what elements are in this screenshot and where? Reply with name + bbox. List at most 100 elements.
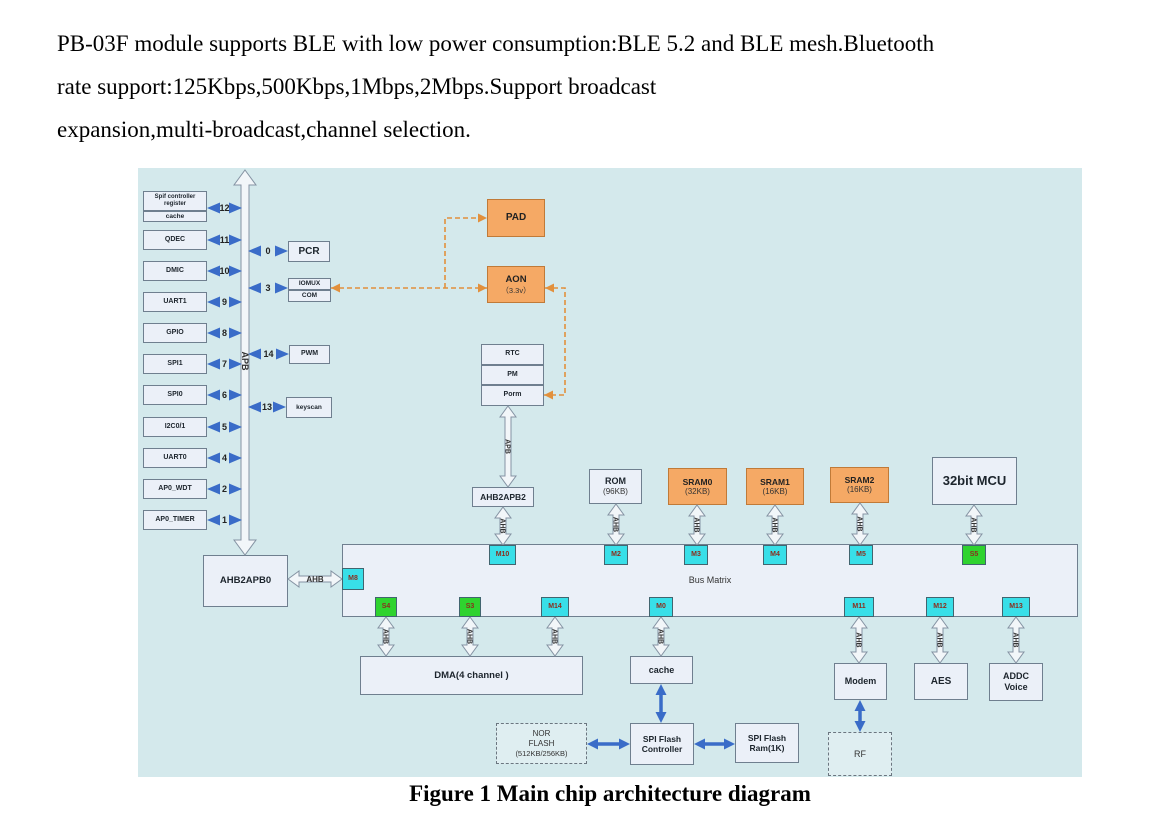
block-spi-flash-ram: SPI Flash Ram(1K) — [735, 723, 799, 763]
connector-num-7: 7 — [207, 358, 242, 370]
block-modem: Modem — [834, 663, 887, 700]
figure-caption: Figure 1 Main chip architecture diagram — [409, 781, 811, 806]
svg-text:AHB: AHB — [466, 629, 473, 644]
ahb-arrow-m11-modem: AHB — [850, 616, 868, 664]
ahb-arrow-mcu-s5: AHB — [965, 504, 983, 546]
block-ap0-timer: AP0_TIMER — [143, 510, 207, 530]
ahb-arrow-sram2-m5: AHB — [851, 502, 869, 546]
block-porm: Porm — [481, 385, 544, 406]
block-spif-cache: cache — [143, 211, 207, 222]
dash-aon-porm — [544, 283, 566, 400]
block-ahb2apb0: AHB2APB0 — [203, 555, 288, 607]
intro-line-2: rate support:125Kbps,500Kbps,1Mbps,2Mbps… — [57, 74, 657, 99]
block-mcu: 32bit MCU — [932, 457, 1017, 505]
block-rf: RF — [828, 732, 892, 776]
port-m13: M13 — [1002, 597, 1030, 617]
connector-num-2: 2 — [207, 483, 242, 495]
ahb-arrow-sram0-m3: AHB — [688, 504, 706, 546]
ahb-arrow-ahb2apb2-m10: AHB — [494, 506, 512, 546]
svg-text:AHB: AHB — [657, 629, 664, 644]
ahb-arrow-rom-m2: AHB — [607, 503, 625, 546]
port-m14: M14 — [541, 597, 569, 617]
port-m3: M3 — [684, 545, 708, 565]
connector-num-12: 12 — [207, 202, 242, 214]
block-sram1: SRAM1(16KB) — [746, 468, 804, 505]
connector-num-6: 6 — [207, 389, 242, 401]
ahb-arrow-sram1-m4: AHB — [766, 504, 784, 546]
svg-text:11: 11 — [220, 235, 230, 245]
block-pad: PAD — [487, 199, 545, 237]
block-addc-voice: ADDC Voice — [989, 663, 1043, 701]
ahb-arrow-m12-aes: AHB — [931, 616, 949, 664]
port-s4: S4 — [375, 597, 397, 617]
svg-text:7: 7 — [222, 359, 227, 369]
block-rom: ROM(96KB) — [589, 469, 642, 504]
svg-text:0: 0 — [265, 246, 270, 256]
port-m10: M10 — [489, 545, 516, 565]
block-pwm: PWM — [289, 345, 330, 364]
svg-text:AHB: AHB — [382, 629, 389, 644]
block-dmic: DMIC — [143, 261, 207, 281]
connector-num-11: 11 — [207, 234, 242, 246]
svg-text:1: 1 — [222, 515, 227, 525]
svg-text:3: 3 — [265, 283, 270, 293]
connector-num-5: 5 — [207, 421, 242, 433]
port-m0: M0 — [649, 597, 673, 617]
connector-num-0: 0 — [248, 245, 288, 257]
block-pcr: PCR — [288, 241, 330, 262]
svg-text:AHB: AHB — [306, 575, 324, 584]
block-nor-flash: NOR FLASH(512KB/256KB) — [496, 723, 587, 764]
connector-num-3: 3 — [248, 282, 288, 294]
block-iomux: IOMUX — [288, 278, 331, 290]
svg-text:8: 8 — [222, 328, 227, 338]
svg-text:2: 2 — [222, 484, 227, 494]
ahb-arrow-m14-dma: AHB — [546, 616, 564, 657]
port-m4: M4 — [763, 545, 787, 565]
ahb-arrow-s4-dma: AHB — [377, 616, 395, 657]
block-spi0: SPI0 — [143, 385, 207, 405]
svg-text:9: 9 — [222, 297, 227, 307]
block-i2c01: I2C0/1 — [143, 417, 207, 437]
block-uart1: UART1 — [143, 292, 207, 312]
arrow-modem-rf — [854, 700, 866, 732]
block-com: COM — [288, 290, 331, 302]
svg-text:12: 12 — [219, 203, 229, 213]
apb-arrow-porm-ahb2apb2: APB — [499, 405, 517, 488]
port-m8: M8 — [342, 568, 364, 590]
intro-line-1: PB-03F module supports BLE with low powe… — [57, 31, 935, 56]
svg-text:AHB: AHB — [1012, 632, 1019, 647]
svg-text:AHB: AHB — [970, 517, 977, 532]
svg-text:5: 5 — [222, 422, 227, 432]
svg-text:AHB: AHB — [771, 517, 778, 532]
connector-num-4: 4 — [207, 452, 242, 464]
ahb-arrow-s3-dma: AHB — [461, 616, 479, 657]
arrow-nor-flash-controller — [587, 738, 630, 750]
svg-text:14: 14 — [263, 349, 273, 359]
arrow-cache-spi-flash-controller — [655, 684, 667, 723]
svg-text:AHB: AHB — [693, 517, 700, 532]
port-s5: S5 — [962, 545, 986, 565]
block-ap0-wdt: AP0_WDT — [143, 479, 207, 499]
connector-num-13: 13 — [248, 401, 286, 413]
port-m5: M5 — [849, 545, 873, 565]
block-rtc: RTC — [481, 344, 544, 365]
block-cache: cache — [630, 656, 693, 684]
connector-num-1: 1 — [207, 514, 242, 526]
svg-text:13: 13 — [262, 402, 272, 412]
svg-text:AHB: AHB — [855, 632, 862, 647]
port-m11: M11 — [844, 597, 874, 617]
svg-text:APB: APB — [240, 351, 250, 371]
svg-text:4: 4 — [222, 453, 227, 463]
connector-num-10: 10 — [207, 265, 242, 277]
ahb-arrow-m0-cache: AHB — [652, 616, 670, 657]
block-pm: PM — [481, 365, 544, 385]
apb-main-bus: APB — [233, 169, 257, 556]
svg-text:AHB: AHB — [551, 629, 558, 644]
svg-text:10: 10 — [219, 266, 229, 276]
port-s3: S3 — [459, 597, 481, 617]
ahb-arrow-ahb2apb0-m8: AHB — [287, 570, 343, 588]
block-spi1: SPI1 — [143, 354, 207, 374]
svg-text:AHB: AHB — [612, 517, 619, 532]
svg-text:AHB: AHB — [499, 518, 506, 533]
